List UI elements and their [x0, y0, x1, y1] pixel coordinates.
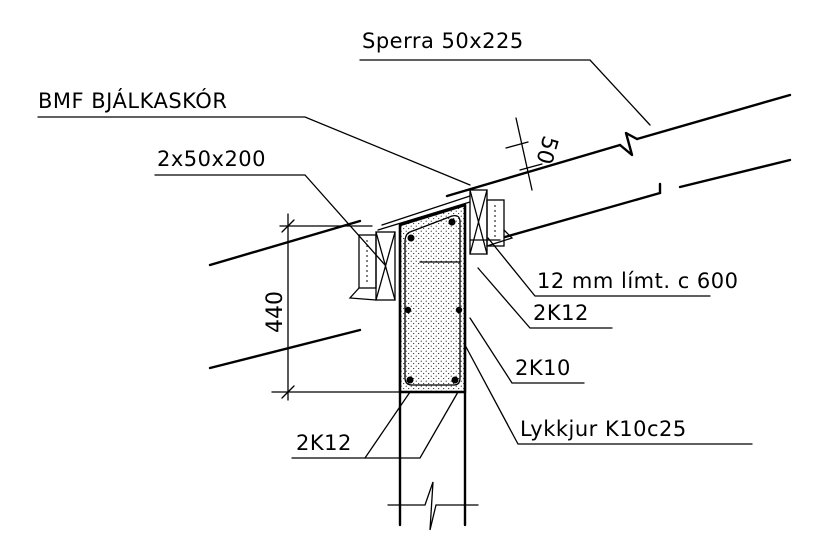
- label-rebar-bottom: 2K12: [296, 431, 352, 455]
- plywood-top: [377, 195, 501, 263]
- label-beam-boards: 2x50x200: [157, 147, 266, 171]
- joist-hanger-right: [469, 189, 514, 255]
- dimension-height: 440: [263, 213, 401, 401]
- rebar-top-right: [448, 218, 456, 226]
- beam-section: [398, 203, 467, 394]
- concrete-beam: [398, 203, 467, 394]
- rebar-mid-right: [455, 306, 463, 314]
- rebar-mid-left: [404, 306, 412, 314]
- dimension-offset-text: 50: [530, 133, 562, 167]
- dimension-offset: 50: [505, 117, 562, 191]
- wall-below: [387, 390, 479, 531]
- leader-lines: [37, 59, 753, 459]
- label-stirrups: Lykkjur K10c25: [520, 417, 687, 441]
- rebar-bottom-left: [406, 376, 414, 384]
- label-rebar-mid: 2K10: [515, 356, 571, 380]
- label-hanger: BMF BJÁLKASKÓR: [38, 88, 227, 113]
- rebar-top-left: [407, 234, 415, 242]
- dimension-height-text: 440: [263, 291, 288, 333]
- rebar-bottom-right: [451, 376, 459, 384]
- stirrup: [404, 214, 461, 386]
- label-rafter: Sperra 50x225: [362, 29, 524, 53]
- rafter-break-line: [618, 131, 639, 157]
- wall-break-line: [387, 481, 479, 531]
- label-plywood: 12 mm límt. c 600: [537, 269, 739, 293]
- label-rebar-top: 2K12: [533, 301, 589, 325]
- joist-hanger-left: [348, 231, 396, 301]
- rafter: [208, 93, 792, 370]
